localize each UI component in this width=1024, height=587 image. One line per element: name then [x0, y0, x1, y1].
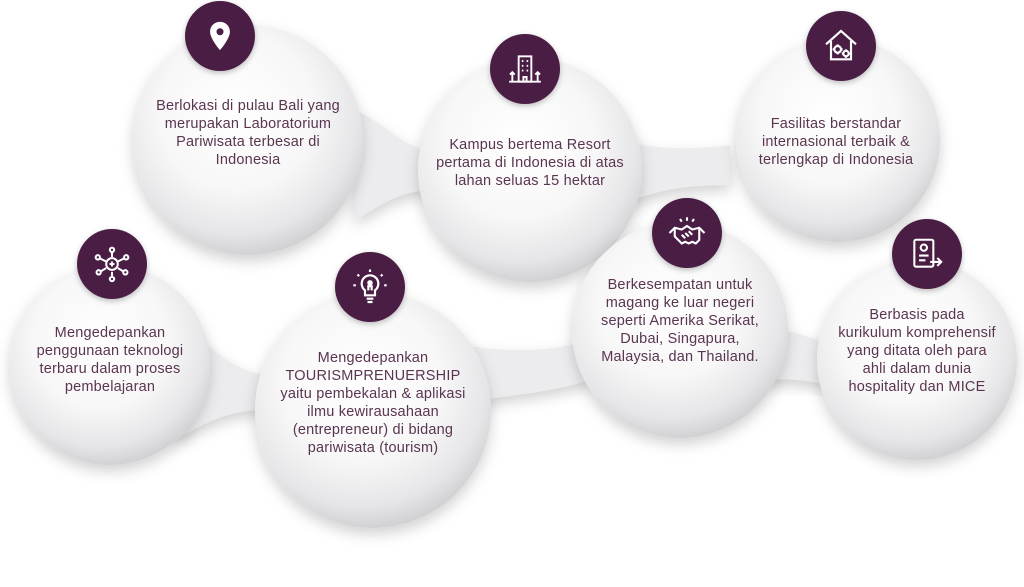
feature-text-technology: Mengedepankan penggunaan teknologi terba… [36, 325, 184, 395]
house-gears-icon [806, 11, 876, 81]
connector-2-3 [620, 140, 730, 205]
feature-text-curriculum: Berbasis pada kurikulum komprehensif yan… [838, 307, 996, 395]
bubble-5 [255, 292, 491, 528]
handshake-icon [652, 198, 722, 268]
location-pin-icon [185, 1, 255, 71]
bubble-1 [133, 25, 363, 255]
feature-text-internship: Berkesempatan untuk magang ke luar neger… [601, 277, 759, 365]
bubble-6 [572, 222, 788, 438]
lightbulb-person-icon [335, 252, 405, 322]
feature-text-campus: Kampus bertema Resort pertama di Indones… [436, 137, 624, 189]
connector-1-2 [355, 110, 440, 220]
bubble-3 [736, 38, 940, 242]
technology-network-icon [77, 229, 147, 299]
bubble-2 [418, 58, 642, 282]
feature-text-facilities: Fasilitas berstandar internasional terba… [758, 116, 914, 168]
resort-building-icon [490, 34, 560, 104]
feature-text-tourismprenuership: Mengedepankan TOURISMPRENUERSHIP yaitu p… [280, 350, 466, 456]
feature-text-location: Berlokasi di pulau Bali yang merupakan L… [156, 98, 340, 168]
bubble-4 [10, 265, 210, 465]
curriculum-document-icon [892, 219, 962, 289]
bubble-7 [817, 260, 1017, 460]
